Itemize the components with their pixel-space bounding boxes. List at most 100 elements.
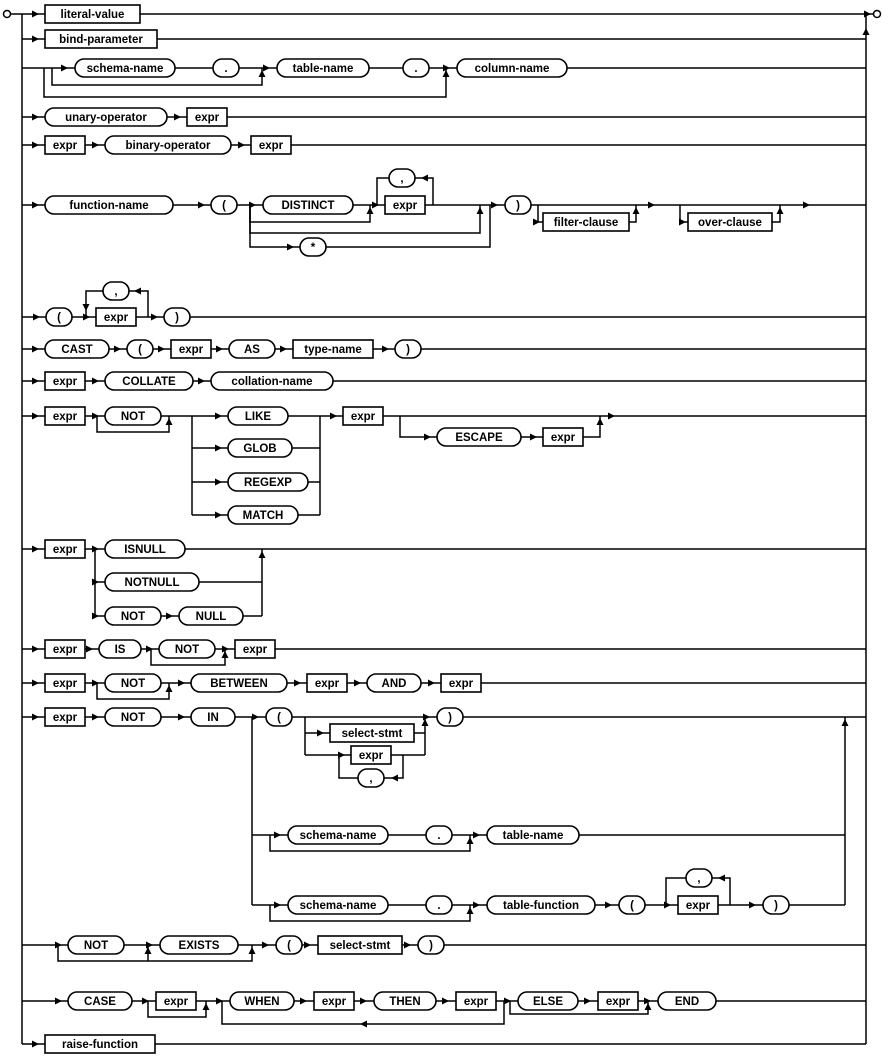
expr-2-label: expr: [53, 140, 78, 152]
arrowhead-icon: [491, 201, 498, 209]
not-3: NOT: [158, 639, 216, 659]
arrowhead-icon: [32, 10, 39, 18]
arrowhead-icon: [215, 412, 222, 420]
binary-operator: binary-operator: [104, 135, 232, 155]
arrowhead-icon: [32, 113, 39, 121]
select-stmt-1-label: select-stmt: [342, 728, 403, 740]
expr-8-label: expr: [53, 411, 78, 423]
arrowhead-icon: [442, 997, 449, 1005]
is-label: IS: [115, 644, 126, 656]
wire: [249, 205, 300, 248]
expr-19: expr: [677, 895, 719, 915]
not-6-label: NOT: [84, 940, 108, 952]
expr-6-label: expr: [179, 344, 204, 356]
rparen-5-shape: [762, 895, 790, 915]
function-name-label: function-name: [69, 200, 148, 212]
arrowhead-icon: [300, 997, 307, 1005]
select-stmt-1: select-stmt: [329, 723, 415, 743]
not-4: NOT: [104, 673, 162, 693]
arrowhead-icon: [198, 201, 205, 209]
expr-2-shape: [44, 135, 86, 155]
arrowhead-icon: [294, 679, 301, 687]
expr-11-shape: [44, 539, 86, 559]
not-3-label: NOT: [175, 644, 199, 656]
cast-label: CAST: [61, 344, 92, 356]
arrowhead-icon: [142, 997, 149, 1005]
table-name-2-shape: [486, 825, 580, 845]
comma-2-shape: [102, 281, 130, 301]
filter-clause-label: filter-clause: [554, 217, 619, 229]
type-name-label: type-name: [304, 344, 362, 356]
else-label: ELSE: [533, 996, 563, 1008]
wire: [384, 755, 404, 779]
expr-23-label: expr: [606, 996, 631, 1008]
comma-1-shape: [388, 168, 416, 188]
as-label: AS: [244, 344, 260, 356]
arrowhead-icon: [596, 418, 604, 425]
escape: ESCAPE: [436, 427, 522, 447]
arrowhead-icon: [473, 901, 480, 909]
unary-operator-label: unary-operator: [65, 112, 147, 124]
rparen-1: ): [504, 195, 532, 215]
expr-9-shape: [342, 406, 384, 426]
expr-7-shape: [44, 371, 86, 391]
between-label: BETWEEN: [210, 678, 268, 690]
arrowhead-icon: [151, 313, 158, 321]
arrowhead-icon: [530, 433, 537, 441]
not-5: NOT: [104, 707, 162, 727]
not-3-shape: [158, 639, 216, 659]
arrowhead-icon: [473, 831, 480, 839]
dot-1: .: [212, 58, 240, 78]
arrowhead-icon: [32, 645, 39, 653]
else: ELSE: [517, 991, 579, 1011]
arrowhead-icon: [215, 511, 222, 519]
expr-15-shape: [306, 673, 348, 693]
expr-20: expr: [155, 991, 197, 1011]
distinct-label: DISTINCT: [281, 200, 334, 212]
dot-2-shape: [402, 58, 430, 78]
table-name-1-label: table-name: [293, 63, 354, 75]
arrowhead-icon: [32, 345, 39, 353]
expr-6-shape: [170, 339, 212, 359]
as: AS: [228, 339, 276, 359]
select-stmt-2-shape: [317, 935, 403, 955]
arrowhead-icon: [198, 377, 205, 385]
arrowhead-icon: [146, 645, 153, 653]
expr-15: expr: [306, 673, 348, 693]
when-label: WHEN: [244, 996, 279, 1008]
lparen-4-shape: [265, 707, 293, 727]
arrowhead-icon: [391, 774, 398, 782]
expr-14: expr: [44, 673, 86, 693]
end: END: [657, 991, 717, 1011]
dot-2-label: .: [414, 63, 417, 75]
arrowhead-icon: [92, 545, 99, 553]
literal-value-label: literal-value: [61, 9, 125, 21]
expr-19-label: expr: [686, 900, 711, 912]
schema-name-1: schema-name: [74, 58, 176, 78]
lparen-2-label: (: [57, 312, 61, 324]
schema-name-2-shape: [287, 825, 389, 845]
expr-18-shape: [350, 745, 392, 765]
expr-8: expr: [44, 406, 86, 426]
literal-value-shape: [44, 4, 141, 24]
arrowhead-icon: [252, 713, 259, 721]
rparen-3: ): [394, 339, 422, 359]
case-label: CASE: [84, 996, 116, 1008]
expr-5: expr: [95, 307, 137, 327]
lparen-3-label: (: [138, 344, 142, 356]
arrowhead-icon: [92, 612, 99, 620]
arrowhead-icon: [134, 287, 141, 295]
expr-14-shape: [44, 673, 86, 693]
dot-1-shape: [212, 58, 240, 78]
between-shape: [190, 673, 288, 693]
arrowhead-icon: [605, 901, 612, 909]
exists: EXISTS: [159, 935, 239, 955]
arrowhead-icon: [366, 207, 374, 214]
regexp-label: REGEXP: [244, 477, 292, 489]
arrowhead-icon: [146, 941, 153, 949]
expr-22-label: expr: [464, 996, 489, 1008]
arrowhead-icon: [92, 713, 99, 721]
expr-16-shape: [440, 673, 482, 693]
arrowhead-icon: [92, 578, 99, 586]
lparen-1: (: [210, 195, 238, 215]
